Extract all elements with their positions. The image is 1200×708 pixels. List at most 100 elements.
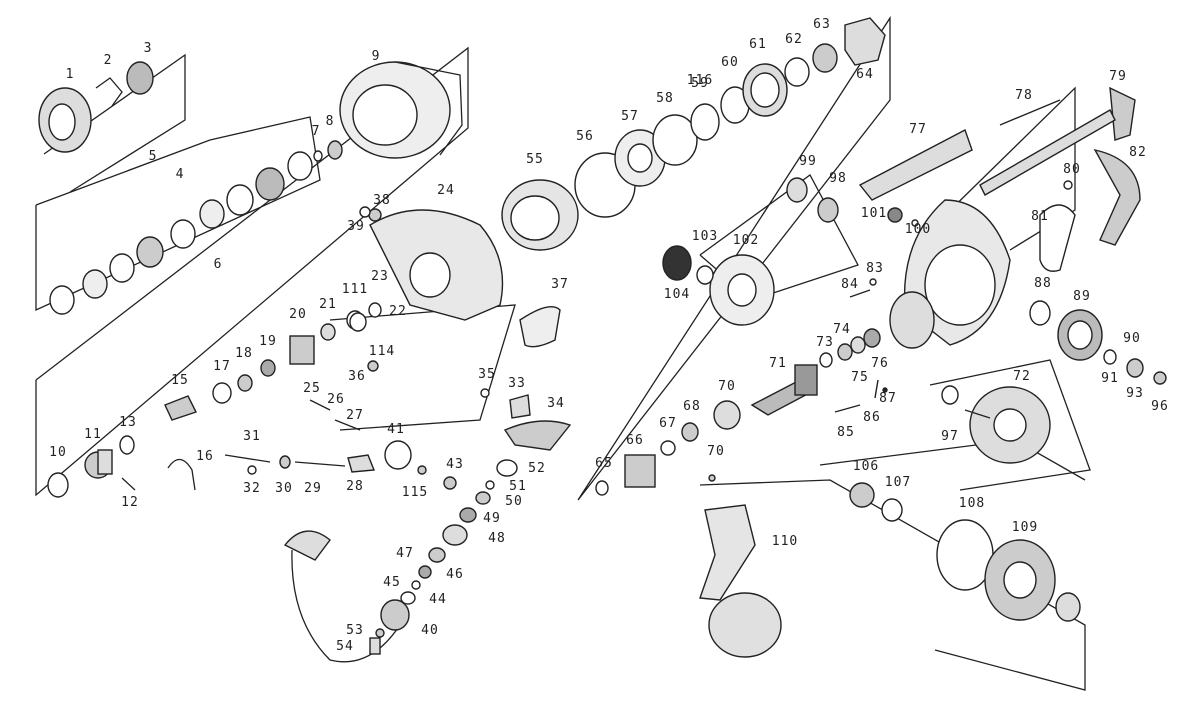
- part-label-76: 76: [871, 356, 889, 371]
- part-label-24: 24: [437, 183, 455, 198]
- assembly-frames: [35, 15, 1091, 691]
- part-label-104: 104: [664, 287, 690, 302]
- part-label-27: 27: [346, 408, 364, 423]
- part-label-102: 102: [733, 233, 759, 248]
- part-label-54: 54: [336, 639, 354, 654]
- part-label-8: 8: [326, 114, 335, 129]
- part-label-53: 53: [346, 623, 364, 638]
- part-label-65: 65: [595, 456, 613, 471]
- part-label-70: 70: [707, 444, 725, 459]
- part-label-56: 56: [576, 129, 594, 144]
- part-label-74: 74: [833, 322, 851, 337]
- part-label-55: 55: [526, 152, 544, 167]
- part-label-20: 20: [289, 307, 307, 322]
- part-label-106: 106: [853, 459, 879, 474]
- part-label-44: 44: [429, 592, 447, 607]
- part-label-116: 116: [687, 73, 713, 88]
- part-label-75: 75: [851, 370, 869, 385]
- part-label-99: 99: [799, 154, 817, 169]
- part-label-82: 82: [1129, 145, 1147, 160]
- part-label-62: 62: [785, 32, 803, 47]
- part-label-46: 46: [446, 567, 464, 582]
- part-label-97: 97: [941, 429, 959, 444]
- part-label-38: 38: [373, 193, 391, 208]
- part-label-3: 3: [144, 41, 153, 56]
- part-label-18: 18: [235, 346, 253, 361]
- part-label-66: 66: [626, 433, 644, 448]
- part-label-12: 12: [121, 495, 139, 510]
- part-label-23: 23: [371, 269, 389, 284]
- part-label-103: 103: [692, 229, 718, 244]
- part-label-77: 77: [909, 122, 927, 137]
- part-label-28: 28: [346, 479, 364, 494]
- part-label-31: 31: [243, 429, 261, 444]
- part-label-37: 37: [551, 277, 569, 292]
- part-label-13: 13: [119, 415, 137, 430]
- part-label-81: 81: [1031, 209, 1049, 224]
- part-label-15: 15: [171, 373, 189, 388]
- part-label-64: 64: [856, 67, 874, 82]
- part-label-2: 2: [104, 53, 113, 68]
- part-label-114: 114: [369, 344, 395, 359]
- part-label-71: 71: [769, 356, 787, 371]
- part-label-68: 68: [683, 399, 701, 414]
- part-label-57: 57: [621, 109, 639, 124]
- part-label-98: 98: [829, 171, 847, 186]
- part-label-110: 110: [772, 534, 798, 549]
- part-label-67: 67: [659, 416, 677, 431]
- part-label-78: 78: [1015, 88, 1033, 103]
- part-label-63: 63: [813, 17, 831, 32]
- part-label-96: 96: [1151, 399, 1169, 414]
- part-label-43: 43: [446, 457, 464, 472]
- part-label-35: 35: [478, 367, 496, 382]
- part-label-89: 89: [1073, 289, 1091, 304]
- part-label-88: 88: [1034, 276, 1052, 291]
- part-label-85: 85: [837, 425, 855, 440]
- part-label-72: 72: [1013, 369, 1031, 384]
- part-label-107: 107: [885, 475, 911, 490]
- part-label-87: 87: [879, 391, 897, 406]
- part-label-61: 61: [749, 37, 767, 52]
- part-label-58: 58: [656, 91, 674, 106]
- part-label-22: 22: [389, 304, 407, 319]
- part-label-48: 48: [488, 531, 506, 546]
- part-label-29: 29: [304, 481, 322, 496]
- part-label-16: 16: [196, 449, 214, 464]
- part-label-60: 60: [721, 55, 739, 70]
- part-label-59: 59: [691, 76, 709, 91]
- part-label-17: 17: [213, 359, 231, 374]
- part-label-90: 90: [1123, 331, 1141, 346]
- part-label-108: 108: [959, 496, 985, 511]
- part-label-86: 86: [863, 410, 881, 425]
- part-label-6: 6: [214, 257, 223, 272]
- part-label-101: 101: [861, 206, 887, 221]
- part-label-1: 1: [66, 67, 75, 82]
- part-label-70: 70: [718, 379, 736, 394]
- part-label-39: 39: [347, 219, 365, 234]
- part-label-91: 91: [1101, 371, 1119, 386]
- part-label-73: 73: [816, 335, 834, 350]
- part-label-93: 93: [1126, 386, 1144, 401]
- part-label-83: 83: [866, 261, 884, 276]
- part-label-30: 30: [275, 481, 293, 496]
- part-label-111: 111: [342, 282, 368, 297]
- part-label-25: 25: [303, 381, 321, 396]
- part-label-19: 19: [259, 334, 277, 349]
- part-label-5: 5: [149, 149, 158, 164]
- part-label-51: 51: [509, 479, 527, 494]
- part-label-49: 49: [483, 511, 501, 526]
- part-label-41: 41: [387, 422, 405, 437]
- part-label-79: 79: [1109, 69, 1127, 84]
- part-label-10: 10: [49, 445, 67, 460]
- part-label-45: 45: [383, 575, 401, 590]
- part-label-32: 32: [243, 481, 261, 496]
- part-label-84: 84: [841, 277, 859, 292]
- part-label-7: 7: [312, 124, 321, 139]
- part-drawings: [38, 17, 1167, 663]
- part-label-4: 4: [176, 167, 185, 182]
- part-label-100: 100: [905, 222, 931, 237]
- part-label-33: 33: [508, 376, 526, 391]
- part-label-109: 109: [1012, 520, 1038, 535]
